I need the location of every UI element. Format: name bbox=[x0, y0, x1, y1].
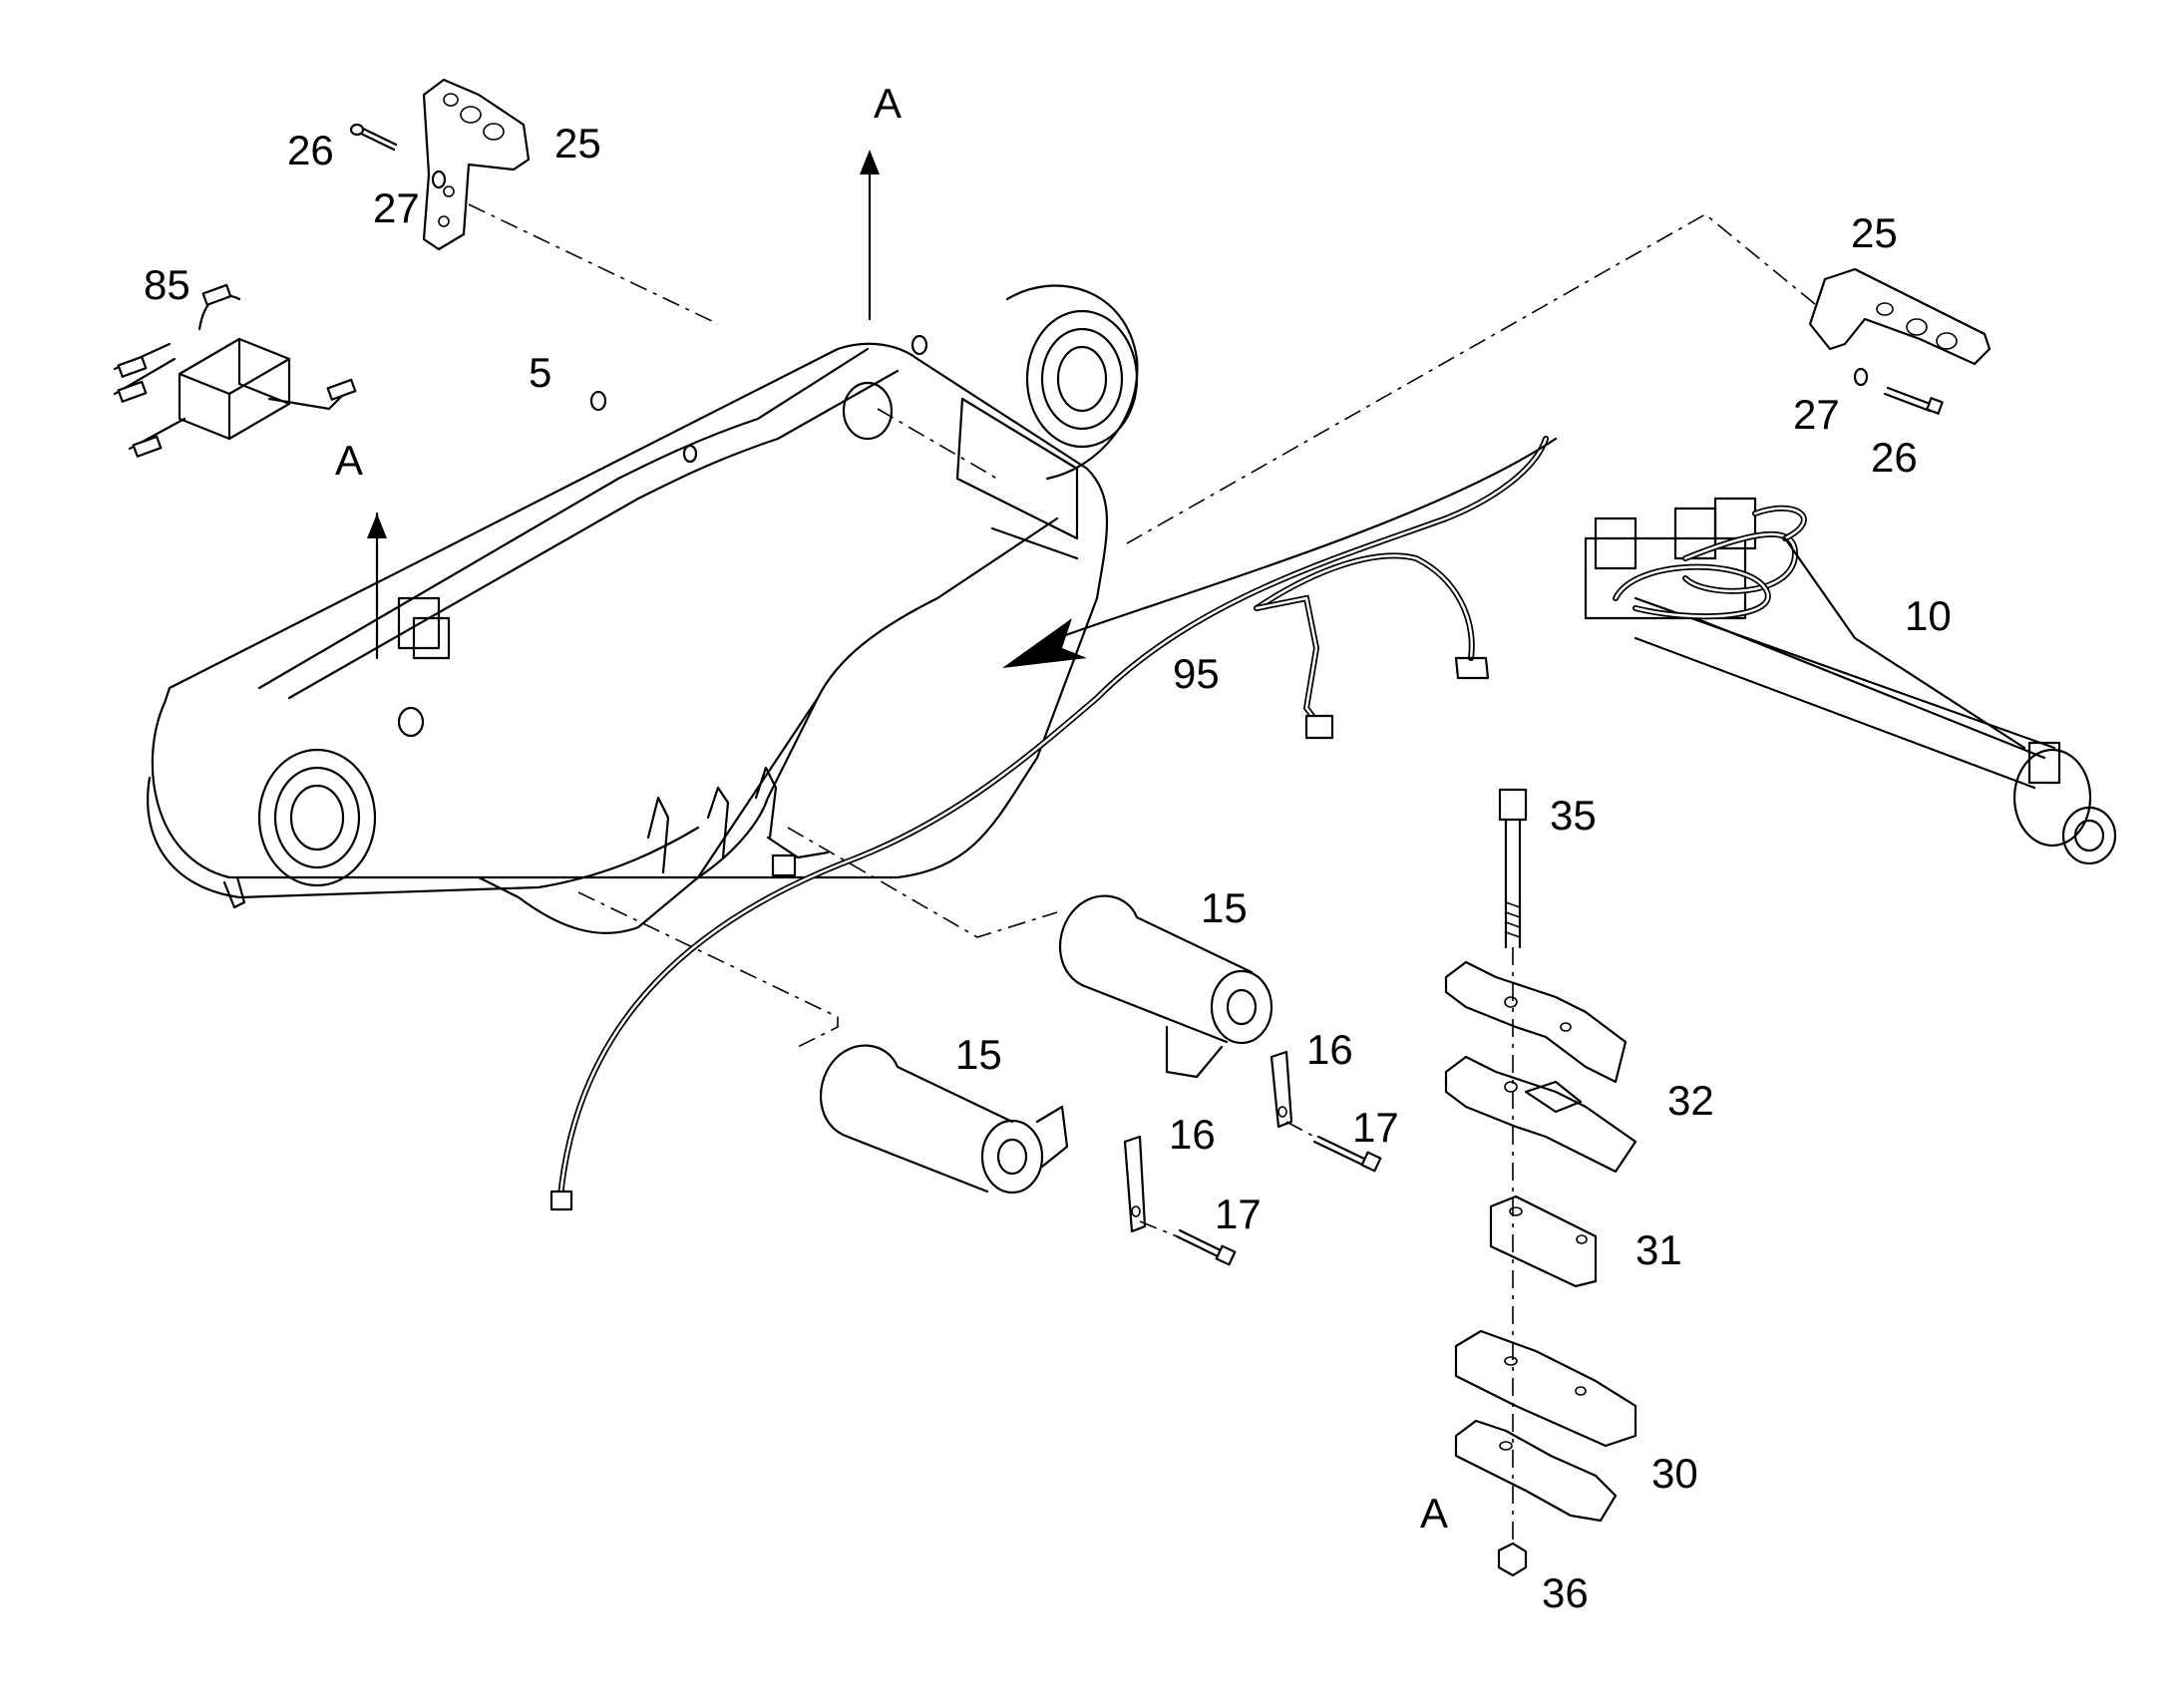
section-mark-A-left: A bbox=[335, 437, 363, 484]
leader-lines bbox=[468, 203, 1816, 1237]
callout-31: 31 bbox=[1635, 1226, 1682, 1273]
clamp-half-32-lower bbox=[1444, 1055, 1637, 1174]
callout-30: 30 bbox=[1651, 1450, 1698, 1497]
washer-27-right bbox=[1853, 367, 1869, 387]
callout-5: 5 bbox=[529, 349, 551, 396]
callout-35: 35 bbox=[1550, 792, 1597, 839]
bolt-26-left bbox=[349, 123, 398, 152]
callout-27-left: 27 bbox=[373, 184, 420, 231]
boom-arm bbox=[147, 284, 1139, 934]
callout-15-lower: 15 bbox=[955, 1031, 1002, 1078]
nut-36 bbox=[1497, 1541, 1528, 1577]
callout-17-upper: 17 bbox=[1352, 1104, 1399, 1151]
bolt-upper bbox=[1312, 1135, 1382, 1173]
callout-16-lower: 16 bbox=[1169, 1111, 1216, 1158]
callout-10: 10 bbox=[1905, 592, 1952, 639]
clamp-half-32-upper bbox=[1444, 960, 1628, 1084]
section-mark-A-bottom: A bbox=[1420, 1490, 1448, 1537]
lock-plate-lower bbox=[1123, 1135, 1147, 1233]
callout-85: 85 bbox=[144, 261, 190, 308]
section-arrow-left bbox=[367, 512, 387, 660]
junction-block bbox=[113, 283, 357, 458]
callout-26-right: 26 bbox=[1871, 434, 1918, 481]
callout-17-lower: 17 bbox=[1215, 1191, 1262, 1237]
callout-36: 36 bbox=[1542, 1569, 1589, 1616]
clamp-block-31 bbox=[1489, 1195, 1598, 1288]
callout-95: 95 bbox=[1173, 650, 1220, 697]
bracket-left bbox=[422, 78, 531, 251]
callout-26-left: 26 bbox=[287, 127, 334, 173]
callout-15-upper: 15 bbox=[1201, 884, 1248, 931]
callout-labels: 5 10 15 15 16 16 17 17 25 25 26 26 27 27… bbox=[144, 80, 1952, 1616]
washer-27-left bbox=[431, 170, 447, 189]
section-arrow-top bbox=[860, 150, 880, 321]
callout-27-right: 27 bbox=[1793, 391, 1840, 438]
callout-25-right: 25 bbox=[1851, 209, 1898, 256]
bolt-26-right bbox=[1883, 386, 1944, 415]
section-mark-A-top: A bbox=[874, 80, 902, 127]
clamp-bolt-35 bbox=[1498, 788, 1528, 949]
callout-25-left: 25 bbox=[554, 120, 601, 167]
bracket-right bbox=[1808, 267, 1992, 366]
pin-upper bbox=[1058, 894, 1273, 1079]
callout-32: 32 bbox=[1667, 1077, 1714, 1124]
clamp-half-30-upper bbox=[1454, 1329, 1637, 1448]
bolt-lower bbox=[1175, 1228, 1237, 1266]
pin-lower bbox=[819, 1044, 1069, 1195]
lock-plate-upper bbox=[1270, 1050, 1293, 1129]
clamp-half-30-lower bbox=[1454, 1419, 1618, 1523]
callout-16-upper: 16 bbox=[1306, 1026, 1353, 1073]
wiring-harness bbox=[549, 436, 1549, 1211]
routing-arrow bbox=[1002, 437, 1558, 668]
hydraulic-cylinder bbox=[1584, 497, 2117, 865]
